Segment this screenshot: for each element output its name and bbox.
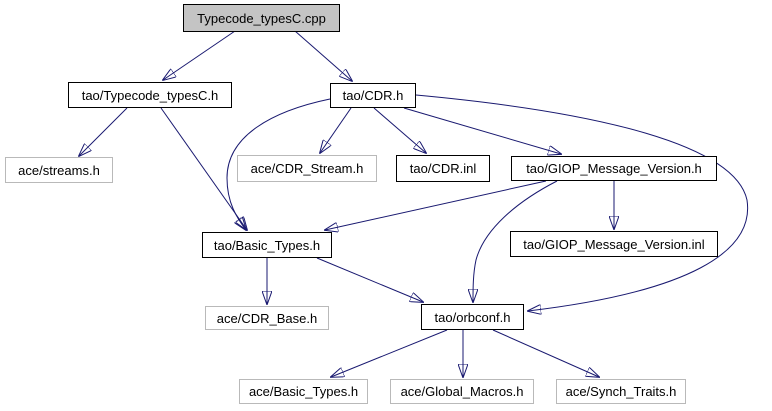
edge-orbconf-h-to-ace-basic-types-h (331, 329, 448, 377)
graph-node-tao-orbconf-h[interactable]: tao/orbconf.h (421, 304, 524, 330)
edge-cdr-h-to-orbconf-h (415, 94, 749, 311)
graph-node-tao-giop-message-version-inl[interactable]: tao/GIOP_Message_Version.inl (510, 231, 718, 257)
graph-node-tao-basic-types-h[interactable]: tao/Basic_Types.h (202, 232, 332, 258)
edge-cdr-h-to-cdr-inl (373, 107, 426, 153)
graph-node-typecode-typesc-cpp[interactable]: Typecode_typesC.cpp (183, 4, 340, 32)
edge-cdr-h-to-basic-types-h (226, 98, 331, 230)
graph-node-tao-cdr-inl[interactable]: tao/CDR.inl (396, 155, 490, 182)
graph-node-tao-giop-message-version-h[interactable]: tao/GIOP_Message_Version.h (511, 156, 717, 181)
edge-typecode-typesc-h-to-streams-h (79, 107, 128, 156)
edge-typecode-typesc-h-to-basic-types-h (160, 107, 247, 230)
graph-node-ace-streams-h[interactable]: ace/streams.h (5, 157, 113, 183)
graph-node-ace-cdr-stream-h[interactable]: ace/CDR_Stream.h (237, 155, 377, 182)
edge-basic-types-h-to-orbconf-h (316, 257, 423, 302)
graph-node-ace-basic-types-h[interactable]: ace/Basic_Types.h (239, 379, 368, 404)
edge-giop-h-to-basic-types-h (325, 180, 547, 230)
graph-node-ace-cdr-base-h[interactable]: ace/CDR_Base.h (205, 306, 329, 330)
edge-cdr-h-to-cdr-stream-h (320, 107, 352, 153)
graph-node-tao-typecode-typesc-h[interactable]: tao/Typecode_typesC.h (68, 82, 232, 108)
graph-node-ace-global-macros-h[interactable]: ace/Global_Macros.h (390, 379, 534, 404)
edge-cpp-to-typecode-typesc-h (163, 30, 236, 80)
edge-giop-h-to-orbconf-h (473, 180, 558, 302)
edge-cpp-to-cdr-h (294, 30, 352, 81)
graph-node-ace-synch-traits-h[interactable]: ace/Synch_Traits.h (556, 379, 686, 404)
edge-orbconf-h-to-synch-traits-h (492, 329, 599, 377)
graph-node-tao-cdr-h[interactable]: tao/CDR.h (330, 83, 416, 108)
edge-cdr-h-to-giop-message-version-h (403, 107, 561, 154)
